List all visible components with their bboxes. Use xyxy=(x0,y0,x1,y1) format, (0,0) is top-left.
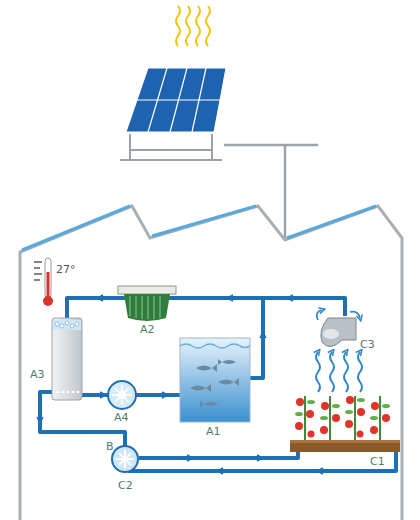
callout-number: B xyxy=(106,440,114,453)
callout-number: C1 xyxy=(370,455,385,468)
temperature-reading: 27° xyxy=(56,263,76,276)
callout-number: A3 xyxy=(30,368,45,381)
callout-number: A4 xyxy=(114,411,129,424)
callout-number: C2 xyxy=(118,479,133,492)
callout-number: C3 xyxy=(360,338,375,351)
callout-number: A1 xyxy=(206,425,221,438)
callout-number: A2 xyxy=(140,323,155,336)
